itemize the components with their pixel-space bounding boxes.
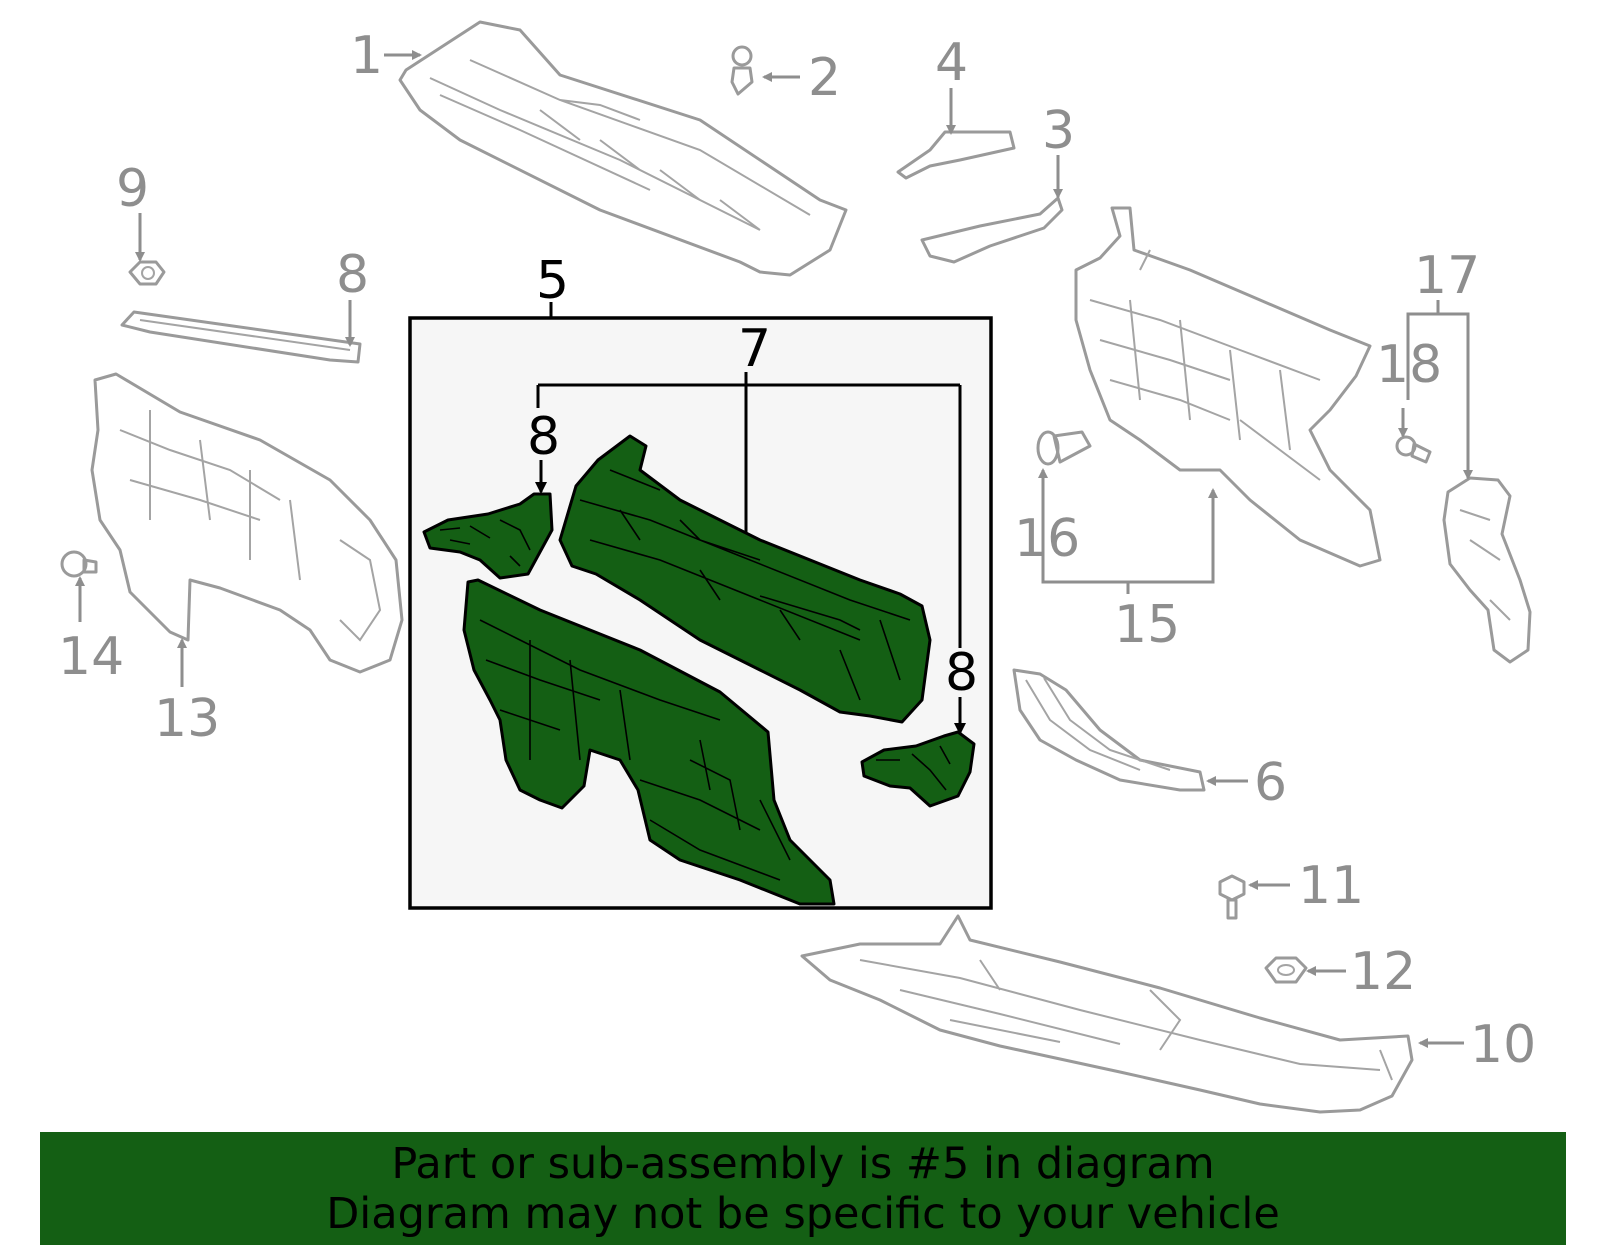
callout-17: 16 [1014, 509, 1080, 569]
callout-18-leader [1406, 300, 1473, 480]
part-2-clip [730, 45, 754, 96]
part-1-cowl-panel [398, 20, 848, 277]
callout-12: 11 [1298, 856, 1364, 916]
callout-8-right: 8 [945, 643, 978, 703]
part-8-right-bracket [860, 730, 976, 808]
part-6-bracket [1012, 668, 1206, 792]
part-8-left-bracket [422, 492, 554, 580]
part-11-cross-member [800, 914, 1414, 1114]
part-10-nut [128, 260, 166, 286]
part-12-bolt [1218, 874, 1246, 920]
callout-5: 5 [536, 251, 569, 311]
callout-2: 2 [808, 48, 841, 108]
callout-18: 17 [1414, 246, 1480, 306]
part-17-grommet [1036, 430, 1092, 466]
part-14-insulator [90, 372, 404, 674]
part-16-insulator [1074, 206, 1382, 568]
part-13-nut [1264, 956, 1308, 984]
part-7-cowl-reinforcement [558, 434, 932, 724]
callout-19: 18 [1376, 335, 1442, 395]
callout-14: 13 [154, 689, 220, 749]
callout-4: 4 [935, 33, 968, 93]
part-4-bracket [896, 130, 1016, 180]
banner-line-2: Diagram may not be specific to your vehi… [326, 1188, 1280, 1239]
callout-1: 1 [350, 26, 383, 86]
callout-11: 10 [1470, 1015, 1536, 1075]
callout-3: 3 [1042, 101, 1075, 161]
banner-line-1: Part or sub-assembly is #5 in diagram [391, 1138, 1215, 1189]
part-3-bracket [920, 196, 1064, 264]
part-18-bracket [1442, 476, 1532, 664]
callout-16: 15 [1114, 595, 1180, 655]
callout-13: 12 [1350, 942, 1416, 1002]
callout-10: 9 [116, 159, 149, 219]
callout-9: 8 [336, 245, 369, 305]
info-banner: Part or sub-assembly is #5 in diagram Di… [40, 1132, 1566, 1245]
part-15-clip [60, 550, 98, 578]
part-5-dash-panel [462, 578, 836, 906]
callout-7-8-leaders [535, 372, 966, 735]
callout-7: 7 [738, 319, 771, 379]
part-9-brace [120, 310, 362, 364]
part-19-clip [1395, 435, 1432, 464]
callout-6: 6 [1254, 753, 1287, 813]
callout-15: 14 [58, 627, 124, 687]
callout-8-left: 8 [527, 407, 560, 467]
callout-16-leader [1038, 468, 1218, 594]
